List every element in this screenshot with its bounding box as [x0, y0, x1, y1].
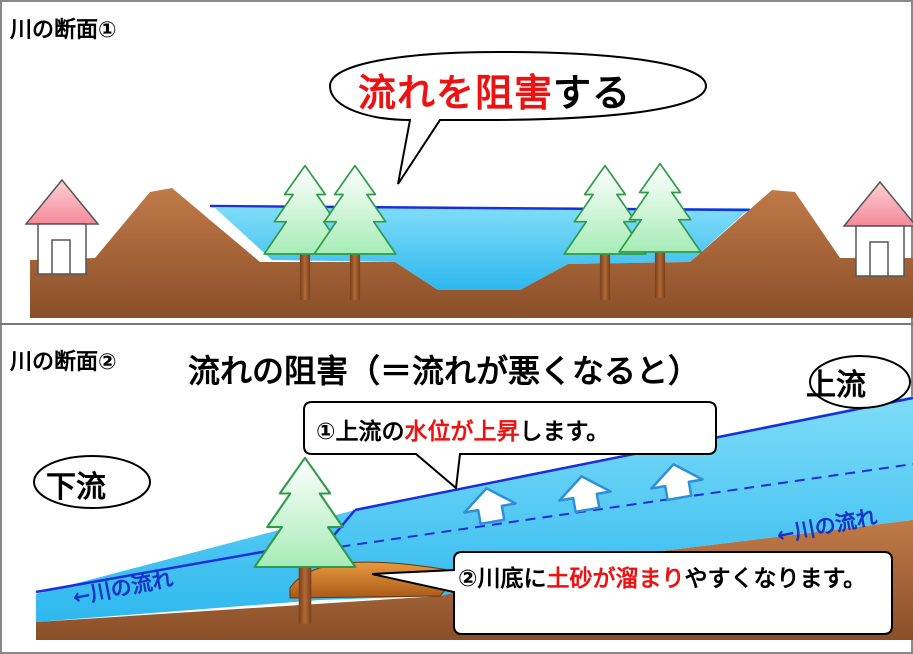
callout-highlight: 流れを阻害: [358, 71, 554, 115]
note2-text: ②川底に土砂が溜まりやすくなります。: [458, 564, 898, 594]
note2-box: [371, 551, 893, 635]
panel2-title: 川の断面②: [10, 350, 117, 375]
note2-part1: ②川底に: [458, 566, 547, 592]
upstream-oval: [809, 355, 911, 409]
note1-part1: ①上流の: [316, 419, 405, 445]
upstream-label: 上流: [806, 368, 866, 403]
panel2-heading: 流れの阻害（＝流れが悪くなると）: [188, 352, 701, 390]
note2-part3: やすくなります。: [684, 566, 867, 592]
note1-box: [303, 401, 717, 490]
note1-part3: します。: [519, 419, 610, 445]
panel1-cross-section: [25, 50, 913, 318]
downstream-label: 下流: [46, 470, 106, 505]
panel2-profile: [33, 355, 913, 640]
note1-highlight: 水位が上昇: [404, 419, 520, 445]
callout-text: 流れを阻害する: [358, 62, 631, 117]
note2-highlight: 土砂が溜まり: [546, 566, 685, 592]
callout-bubble: [328, 50, 708, 185]
note1-text: ①上流の水位が上昇します。: [316, 412, 609, 446]
normal-water-line: [289, 463, 913, 555]
downstream-oval: [33, 455, 151, 509]
callout-suffix: する: [553, 71, 632, 115]
panel1-title: 川の断面①: [10, 18, 117, 43]
panel1-ground: [30, 188, 913, 318]
